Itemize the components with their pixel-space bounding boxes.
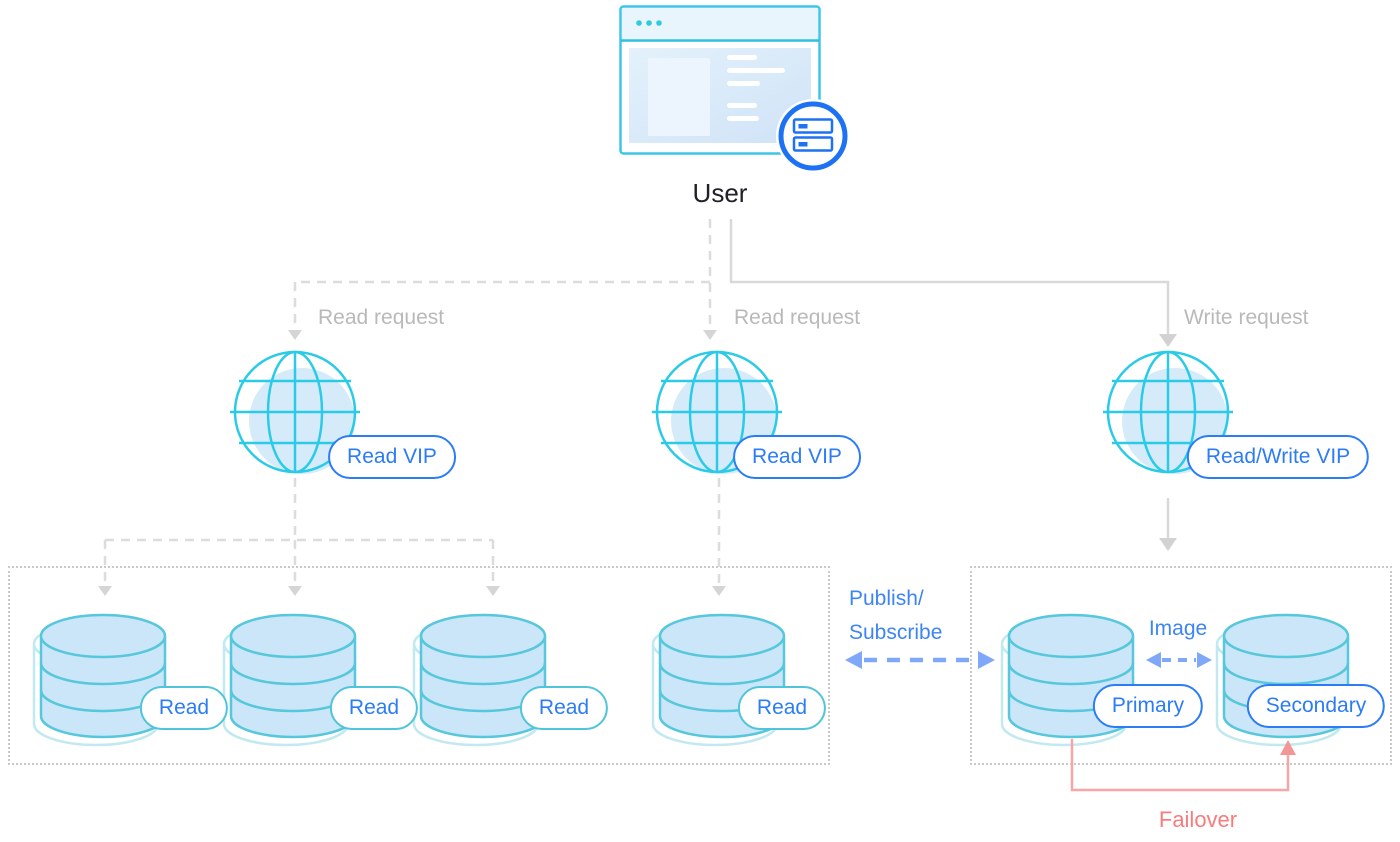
read-vip-badge-2: Read VIP	[733, 435, 861, 479]
primary-badge: Primary	[1092, 684, 1204, 728]
image-sync-arrow	[1146, 652, 1212, 668]
write-request-arrow	[729, 219, 1170, 538]
publish-subscribe-label-line2: Subscribe	[849, 621, 943, 644]
read-request-arrows	[103, 219, 721, 585]
failover-label: Failover	[1158, 807, 1238, 832]
failover-arrow	[1070, 739, 1296, 792]
read-replica-badge-4: Read	[737, 686, 827, 730]
read-write-vip-badge: Read/Write VIP	[1186, 435, 1370, 479]
publish-subscribe-arrow	[845, 651, 995, 669]
window-dots-icon	[636, 20, 662, 26]
read-replica-badge-1: Read	[139, 686, 229, 730]
primary-secondary-group-box	[970, 566, 1392, 765]
publish-subscribe-label: Publish/ Subscribe	[849, 582, 942, 650]
user-label: User	[692, 178, 748, 208]
database-cylinder-icon-read-1	[32, 613, 167, 747]
read-replica-badge-3: Read	[519, 686, 609, 730]
image-label: Image	[1148, 617, 1208, 640]
publish-subscribe-label-line1: Publish/	[849, 587, 924, 610]
read-request-label-1: Read request	[318, 306, 445, 329]
read-replicas-group-box	[8, 566, 830, 765]
server-badge-icon	[776, 99, 850, 173]
secondary-badge: Secondary	[1246, 684, 1386, 728]
read-request-arrowheads	[98, 330, 726, 596]
database-cylinder-icon-read-2	[222, 613, 357, 747]
write-request-arrowheads	[1159, 334, 1177, 551]
read-vip-badge-1: Read VIP	[328, 435, 456, 479]
write-request-label: Write request	[1184, 306, 1309, 329]
database-cylinder-icon-read-3	[412, 613, 547, 747]
read-vip-globe-icon-1	[230, 350, 360, 474]
read-replica-badge-2: Read	[329, 686, 419, 730]
read-request-label-2: Read request	[734, 306, 861, 329]
